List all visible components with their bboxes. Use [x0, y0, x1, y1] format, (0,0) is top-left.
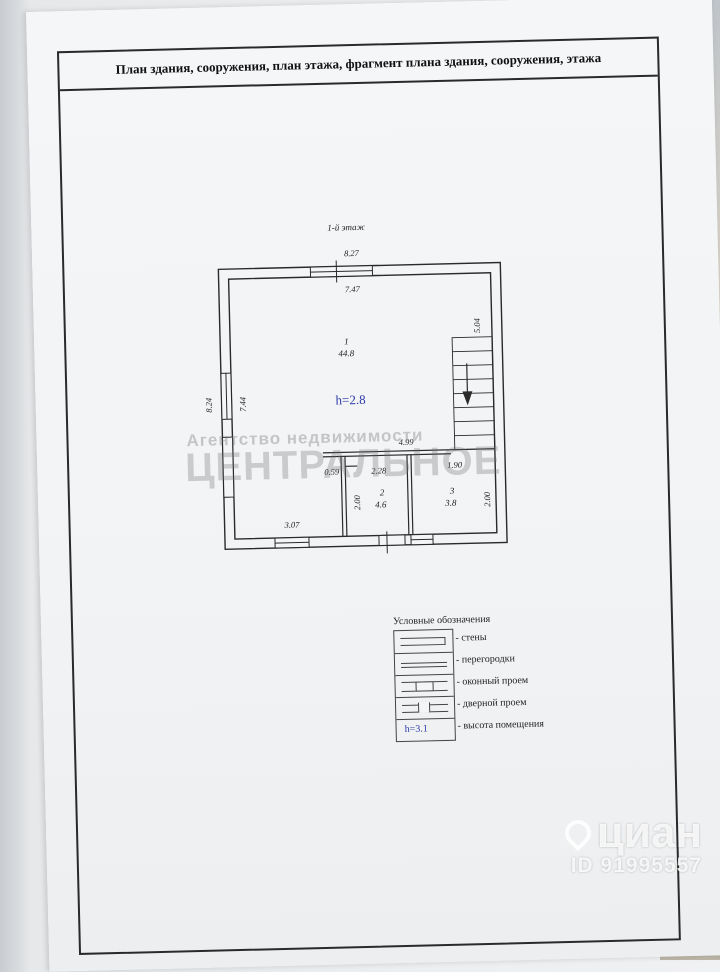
cian-logo: циан	[565, 808, 702, 858]
location-pin-icon	[559, 815, 596, 852]
room-3-area: 3.8	[444, 498, 457, 508]
room-2-number: 2	[380, 487, 385, 497]
watermark-agency-name: ЦЕНТРАЛЬНОЕ	[185, 439, 502, 492]
dim-stair: 5.04	[472, 317, 482, 333]
dim-left-inner: 7.44	[237, 396, 247, 412]
room-3-number: 3	[449, 486, 455, 496]
left-window	[221, 373, 232, 419]
staircase	[452, 337, 495, 450]
legend-row-window	[395, 674, 454, 698]
legend-row-walls	[394, 630, 453, 653]
legend-label-walls: - стены	[455, 632, 486, 644]
dim-bottom-left: 3.07	[283, 519, 300, 529]
legend-label-partitions: - перегородки	[456, 653, 515, 665]
walls-symbol-icon	[400, 637, 445, 646]
legend-label-height: - высота помещения	[457, 719, 544, 732]
cian-watermark: циан ID 91995557	[565, 808, 702, 878]
window-pane-icon	[415, 681, 433, 691]
room-1-number: 1	[344, 336, 349, 346]
height-marker: h=2.8	[335, 392, 365, 408]
legend-row-door	[396, 696, 455, 720]
legend-grid: h=3.1	[393, 629, 456, 742]
legend-label-window: - оконный проем	[456, 675, 528, 688]
dim-room2-height: 2.00	[352, 494, 362, 510]
legend-row-height: h=3.1	[396, 718, 455, 742]
partitions-symbol-icon	[401, 662, 447, 668]
cian-logo-text: циан	[597, 808, 702, 858]
dim-top-inner: 7.47	[345, 284, 361, 294]
room-2-area: 4.6	[375, 499, 387, 509]
door-gap-icon	[418, 702, 430, 712]
dim-room3-height: 2.00	[482, 491, 492, 507]
listing-id: ID 91995557	[565, 854, 702, 878]
dim-top-outer: 8.27	[344, 248, 360, 258]
height-sample: h=3.1	[405, 723, 428, 735]
room-1-area: 44.8	[338, 348, 354, 358]
legend-label-door: - дверной проем	[457, 697, 527, 710]
stair-arrow-icon	[462, 363, 473, 405]
floor-label: 1-й этаж	[327, 222, 365, 233]
legend: Условные обозначения h=3.1 - стены - пер…	[393, 626, 578, 746]
top-window	[310, 260, 373, 284]
legend-row-partitions	[395, 652, 454, 676]
dim-left-outer: 8.24	[203, 397, 213, 413]
